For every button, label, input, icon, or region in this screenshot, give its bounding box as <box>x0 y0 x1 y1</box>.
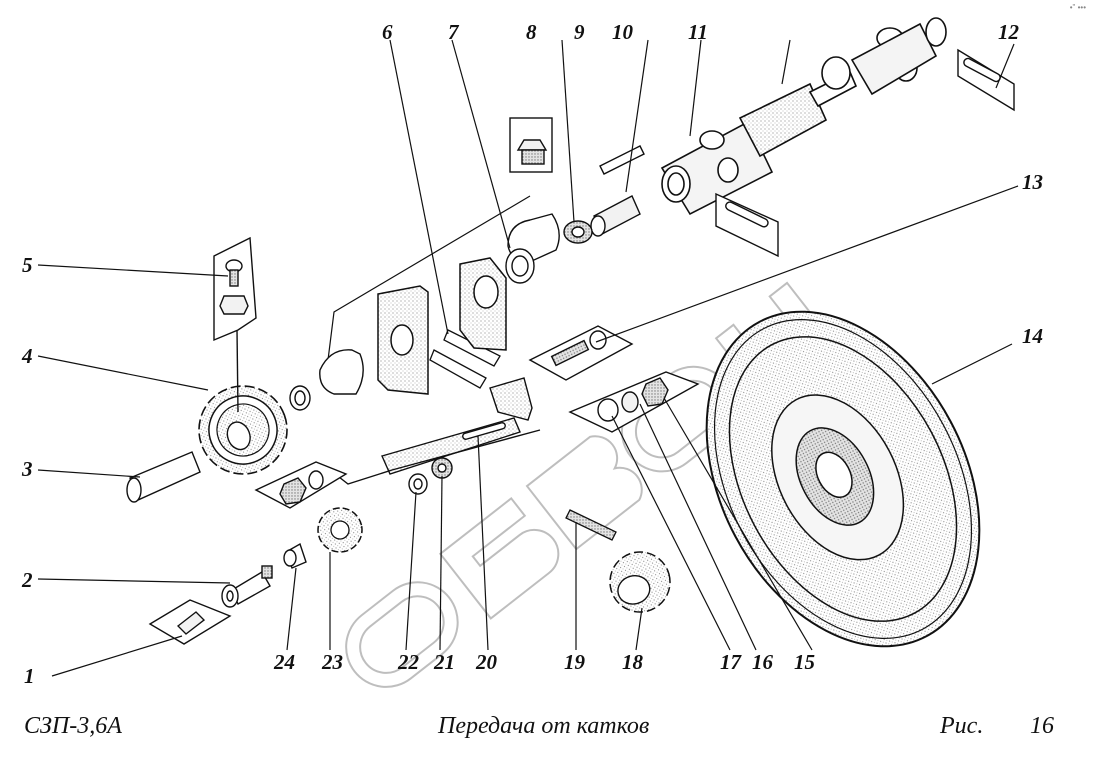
callout-16: 16 <box>752 650 773 674</box>
callout-14: 14 <box>1022 324 1043 348</box>
grease-fitting-1 <box>148 599 232 645</box>
small-sprocket-18 <box>609 551 671 613</box>
bracket <box>489 377 533 421</box>
leader-grease-wire <box>327 195 531 361</box>
callout-22: 22 <box>398 650 419 674</box>
pin-9 <box>590 145 645 237</box>
figure-label: Рис. <box>940 713 984 739</box>
callout-6: 6 <box>382 20 393 44</box>
nut-plate <box>254 461 348 509</box>
coupling-7 <box>505 117 560 284</box>
plate-upper <box>459 257 507 351</box>
idler-sprocket-23 <box>317 507 363 553</box>
callout-7: 7 <box>448 20 459 44</box>
callout-5: 5 <box>22 253 33 277</box>
callout-4: 4 <box>22 344 33 368</box>
bearing-housing <box>289 349 364 411</box>
plate-lower <box>377 285 429 395</box>
callout-18: 18 <box>622 650 643 674</box>
callout-13: 13 <box>1022 170 1043 194</box>
corner-mark: •" ••• <box>1069 3 1086 12</box>
callout-20: 20 <box>476 650 497 674</box>
callout-2: 2 <box>22 568 33 592</box>
callout-3: 3 <box>22 457 33 481</box>
callout-9: 9 <box>574 20 585 44</box>
callout-1: 1 <box>24 664 35 688</box>
washer-21 <box>431 457 453 479</box>
callout-21: 21 <box>434 650 455 674</box>
washers-15-17 <box>568 371 700 433</box>
figure-title: Передача от катков <box>438 713 650 739</box>
callout-24: 24 <box>274 650 295 674</box>
callout-15: 15 <box>794 650 815 674</box>
callout-17: 17 <box>720 650 741 674</box>
model-label: СЗП-3,6А <box>24 713 122 739</box>
bolt-nut-set-5 <box>213 236 257 413</box>
shaft-3 <box>126 451 201 503</box>
axle-2 <box>221 565 273 608</box>
figure-number: 16 <box>1030 713 1054 739</box>
cardan-shaft-11 <box>660 17 947 216</box>
washer-8 <box>563 220 593 244</box>
slotted-plate-12 <box>957 48 1015 112</box>
sleeve-24 <box>283 542 307 569</box>
bolt-13 <box>528 325 634 381</box>
callout-11: 11 <box>688 20 708 44</box>
roller-disc-14 <box>705 310 981 648</box>
large-sprocket-4 <box>198 385 288 475</box>
slotted-plate-10 <box>715 192 779 258</box>
bushing-22 <box>408 473 428 495</box>
callout-10: 10 <box>612 20 633 44</box>
callout-12: 12 <box>998 20 1019 44</box>
leader-lines <box>37 39 1019 677</box>
callout-23: 23 <box>322 650 343 674</box>
callout-8: 8 <box>526 20 537 44</box>
chain-link-19 <box>565 509 617 541</box>
callout-19: 19 <box>564 650 585 674</box>
